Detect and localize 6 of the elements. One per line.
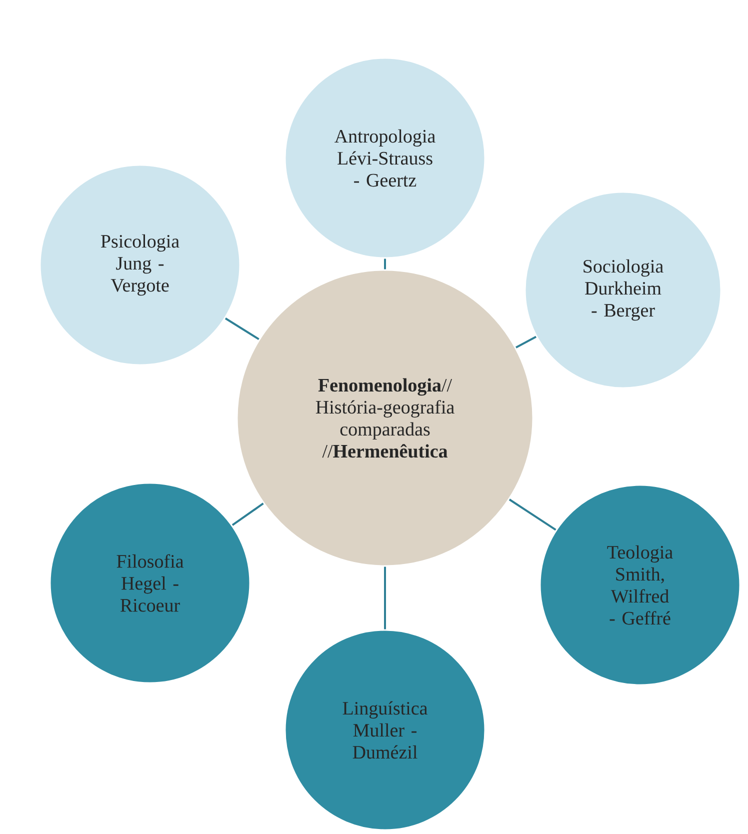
connector-line [516, 336, 537, 348]
connector-line [384, 566, 386, 630]
connector-line [224, 318, 260, 340]
connector-line [232, 502, 264, 526]
connector-line [384, 258, 386, 270]
connector-line [508, 498, 556, 531]
